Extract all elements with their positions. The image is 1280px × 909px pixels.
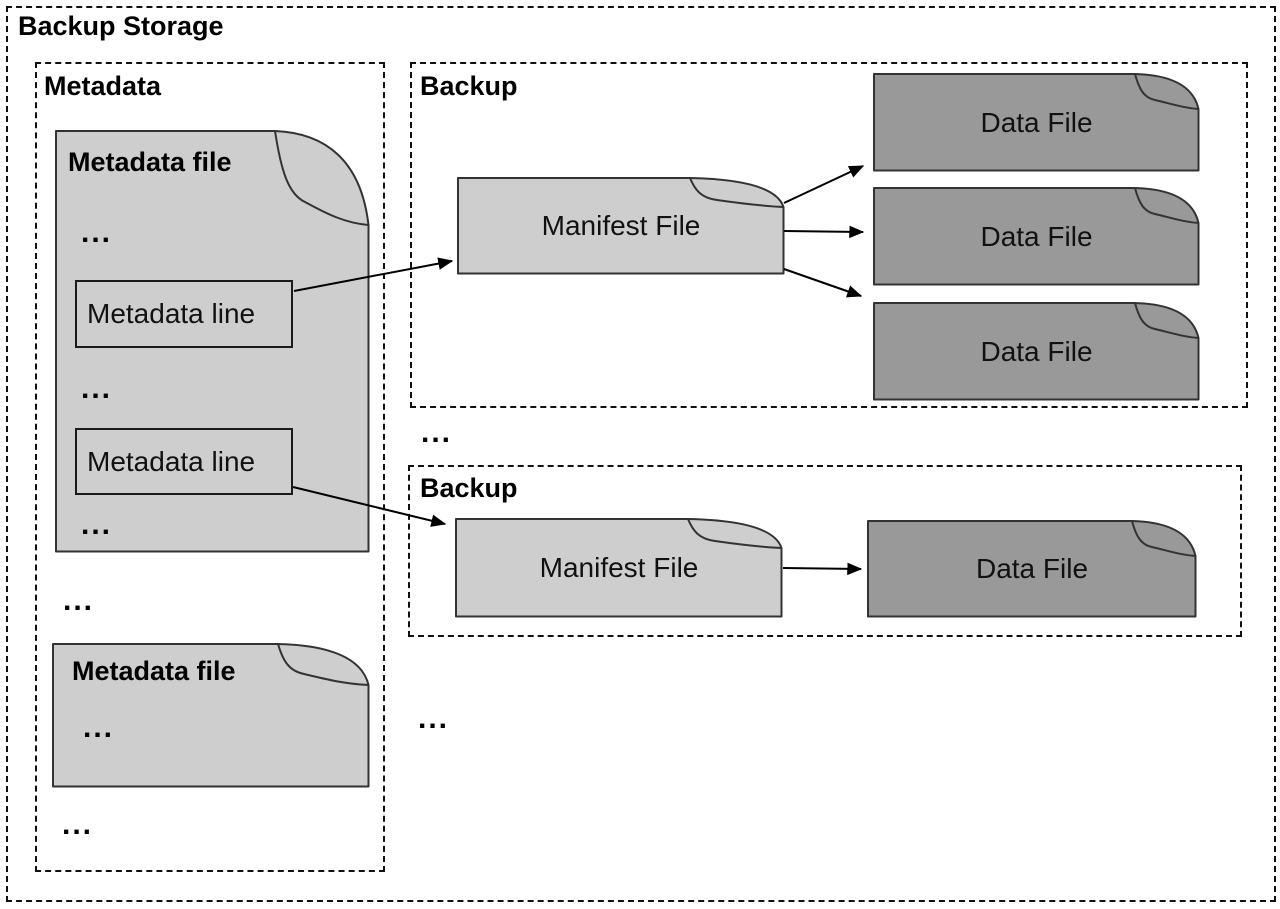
metadata-line-1: Metadata line [75,280,293,348]
manifest-file-1: Manifest File [457,177,785,275]
metadata-line-2: Metadata line [75,428,293,495]
manifest-file-2: Manifest File [455,518,783,618]
ellipsis: ... [81,216,113,249]
data-file-label: Data File [980,220,1093,252]
backup-1-container [410,62,1248,408]
document-shape-icon [873,187,1200,286]
backup-2-container [408,465,1242,637]
data-file-label: Data File [980,335,1093,367]
data-file-2: Data File [873,187,1200,286]
ellipsis: ... [62,808,94,841]
data-file-1: Data File [873,73,1200,172]
document-shape-icon [873,302,1200,401]
ellipsis: ... [63,584,95,617]
metadata-container [35,62,385,872]
document-shape-icon [867,520,1197,618]
data-file-4: Data File [867,520,1197,618]
document-shape-icon [55,130,370,553]
metadata-file-title: Metadata file [72,656,236,686]
ellipsis: ... [418,702,450,735]
ellipsis: ... [83,711,115,744]
metadata-section-label: Metadata [44,71,162,101]
data-file-label: Data File [975,553,1089,584]
metadata-file-title: Metadata file [68,147,232,177]
backup-storage-title: Backup Storage [18,11,224,41]
ellipsis: ... [81,372,113,405]
document-shape-icon [457,177,785,275]
data-file-3: Data File [873,302,1200,401]
document-shape-icon [455,518,783,618]
ellipsis: ... [81,508,113,541]
manifest-file-label: Manifest File [539,552,699,583]
backup-2-label: Backup [420,473,518,503]
manifest-file-label: Manifest File [541,210,701,241]
backup-1-label: Backup [420,71,518,101]
data-file-label: Data File [980,106,1093,138]
document-shape-icon [873,73,1200,172]
document-shape-icon [52,643,370,788]
metadata-file-2: Metadata file ... [52,643,370,788]
ellipsis: ... [421,416,453,449]
metadata-file-1: Metadata file ... Metadata line ... Meta… [55,130,370,553]
backup-storage-container [6,6,1276,902]
